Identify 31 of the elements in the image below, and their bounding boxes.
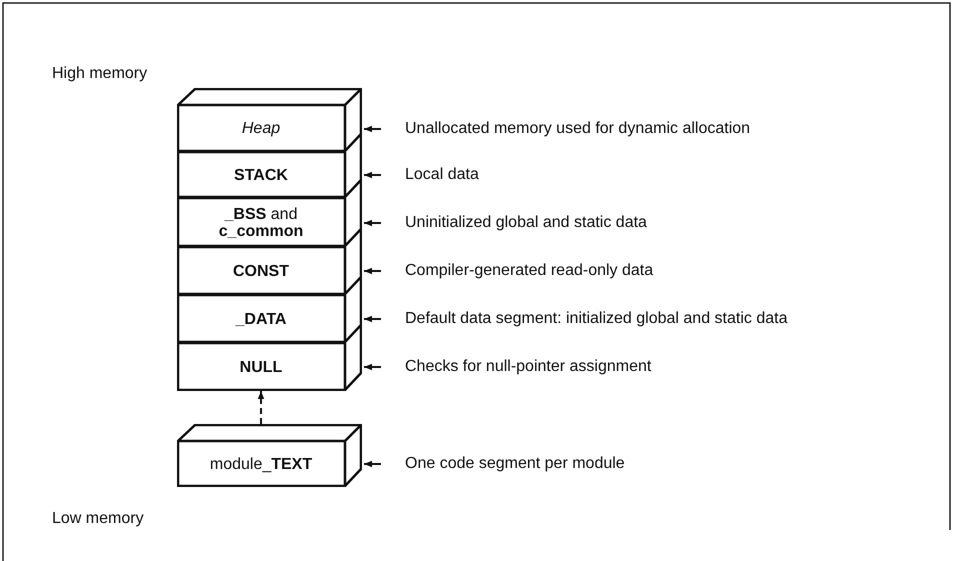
arrow (364, 364, 381, 370)
arrow (364, 460, 381, 468)
annotation-text: Uninitialized global and static data (381, 198, 941, 247)
arrow (364, 126, 381, 132)
memory-segment-box (177, 295, 362, 343)
annotation-text: Checks for null-pointer assignment (381, 343, 941, 391)
segment-label: _DATA (234, 310, 288, 330)
memory-segment-box (177, 152, 362, 198)
memory-segment-box (177, 424, 362, 487)
annotation-text: Compiler-generated read-only data (381, 247, 941, 295)
segment-label: STACK (233, 166, 289, 186)
memory-end-label: High memory (52, 65, 148, 83)
arrow (364, 172, 381, 178)
annotation-text: Unallocated memory used for dynamic allocation (381, 105, 941, 152)
segment-label: _BSS and c_common (218, 204, 304, 242)
memory-segment-box (177, 88, 362, 152)
segment-label: module_TEXT (208, 454, 314, 474)
memory-segment-box (177, 343, 362, 391)
annotation-text: One code segment per module (381, 440, 941, 487)
segment-label: CONST (232, 262, 290, 282)
memory-end-label: Low memory (52, 510, 144, 528)
arrow (364, 220, 381, 226)
memory-segment-box (177, 247, 362, 295)
dashed-arrow (258, 391, 264, 424)
arrow (364, 316, 381, 322)
arrow (364, 268, 381, 274)
memory-segment-box (177, 198, 362, 247)
segment-label: Heap (240, 119, 282, 139)
segment-label: NULL (238, 358, 284, 378)
annotation-text: Local data (381, 152, 941, 198)
annotation-text: Default data segment: initialized global and static data (381, 295, 941, 343)
